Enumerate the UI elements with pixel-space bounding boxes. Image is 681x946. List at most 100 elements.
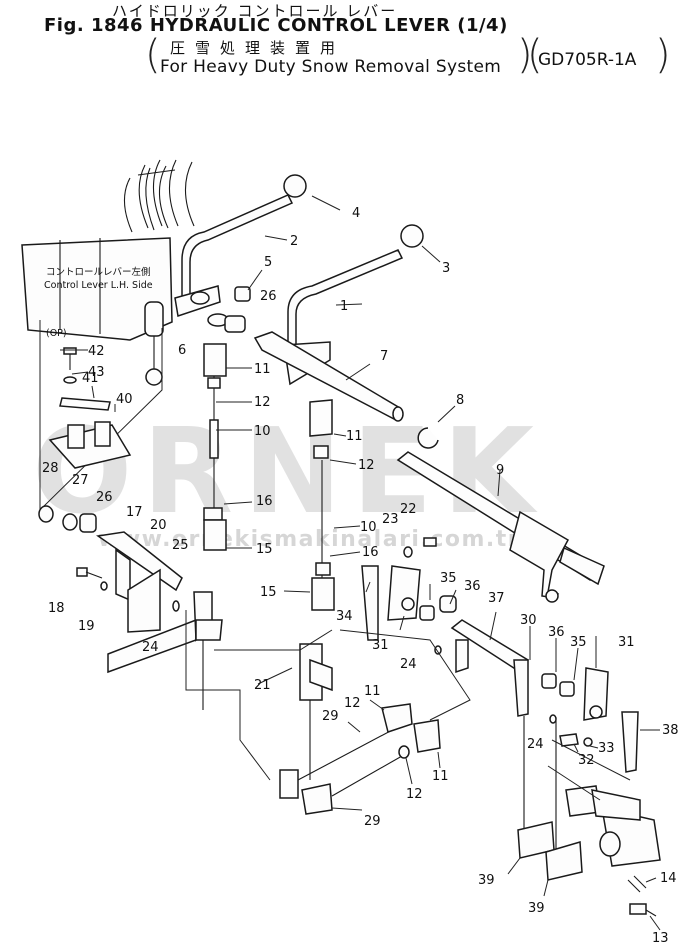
close-paren: ) [517,32,533,78]
part-label: 2 [290,234,298,249]
part-label: 35 [570,635,587,650]
part-label: 32 [578,753,595,768]
part-label: 19 [78,619,95,634]
part-label: 24 [527,737,544,752]
part-label: 38 [662,723,679,738]
part-label: 27 [72,473,89,488]
watermark-site: www.ornekismakinalari.com.tr [98,527,520,552]
part-label: 35 [440,571,457,586]
part-label: 43 [88,365,105,380]
part-label: 25 [172,538,189,553]
english-subtitle: For Heavy Duty Snow Removal System [160,57,502,77]
bolt-18 [76,567,108,591]
linkage-outline-mid [214,629,471,721]
part-label: 26 [96,490,113,505]
shaft-9 [396,451,605,603]
washers-lower-left [38,505,97,533]
lever-25 [193,591,223,710]
part-label: 40 [116,392,133,407]
part-label: 12 [358,458,375,473]
lh-control-lever [144,301,164,386]
part-label: 12 [254,395,271,410]
part-label: 37 [488,591,505,606]
bushings-upper [207,286,251,333]
shaft-7 [253,331,404,422]
part-label: 11 [346,429,363,444]
part-label: 9 [496,463,504,478]
part-label: 24 [400,657,417,672]
linkage-21 [299,643,333,780]
lever-34 [361,565,457,641]
valve-hoses [21,159,195,341]
rod-assembly-middle [309,399,335,611]
leader-lines [60,195,661,931]
part-label: 14 [660,871,677,886]
part-label: 22 [400,502,417,517]
part-label: 11 [254,362,271,377]
part-label: 36 [548,625,565,640]
part-label: 23 [382,512,399,527]
part-label: 30 [520,613,537,628]
part-label: 3 [442,261,450,276]
japanese-subtitle: 圧雪処理装置用 [170,39,346,57]
part-label: 15 [260,585,277,600]
rod-assembly-left [203,343,227,551]
part-label: 21 [254,678,271,693]
open-paren-model: ( [527,32,543,78]
option-mount-parts [48,347,132,469]
part-label: 39 [478,873,495,888]
figure-title: Fig. 1846 HYDRAULIC CONTROL LEVER (1/4) [44,15,508,36]
watermark-brand: ORNEK [32,402,544,540]
part-label: 1 [340,299,348,314]
bolt-13-pin-14 [627,875,657,917]
part-label: 41 [82,371,99,386]
part-label: 11 [364,684,381,699]
part-label: 16 [256,494,273,509]
linkage-outline-left [185,610,271,781]
linkage-outline-right [547,739,631,801]
part-label: 8 [456,393,464,408]
link-rods-29 [279,703,441,815]
part-label: 29 [364,814,381,829]
close-paren-model: ) [655,32,671,78]
part-label: 31 [372,638,389,653]
lever-2 [174,174,307,317]
part-label: 11 [432,769,449,784]
part-label: 6 [178,343,186,358]
part-label: 36 [464,579,481,594]
part-label: 17 [126,505,143,520]
part-label: 4 [352,206,360,221]
bracket-17-20 [96,531,197,674]
japanese-title: ハイドロリック コントロール レバー [112,2,398,20]
part-label: 28 [42,461,59,476]
open-paren: ( [145,32,161,78]
part-label: 42 [88,344,105,359]
model-number: GD705R-1A [538,50,637,70]
valve-spools-39 [517,716,661,881]
part-label: 20 [150,518,167,533]
part-label: 29 [322,709,339,724]
part-label: 26 [260,289,277,304]
part-label: 31 [618,635,635,650]
part-label: 39 [528,901,545,916]
part-label: 12 [406,787,423,802]
option-label: (OP) [46,328,67,339]
small-hardware [172,537,593,747]
part-label: 24 [142,640,159,655]
part-label: 12 [344,696,361,711]
part-label: 33 [598,741,615,756]
lh-side-jp: コントロールレバー左側 [46,266,151,278]
part-label: 34 [336,609,353,624]
part-label: 16 [362,545,379,560]
part-label: 7 [380,349,388,364]
shaft-37 [450,619,575,717]
bracket-31-right [559,667,639,773]
part-label: 13 [652,931,669,946]
part-label: 5 [264,255,272,270]
part-label: 18 [48,601,65,616]
part-label: 10 [360,520,377,535]
part-label: 10 [254,424,271,439]
part-number-labels: 4 2 3 5 26 1 6 7 8 9 11 12 10 16 15 11 1… [42,206,679,946]
